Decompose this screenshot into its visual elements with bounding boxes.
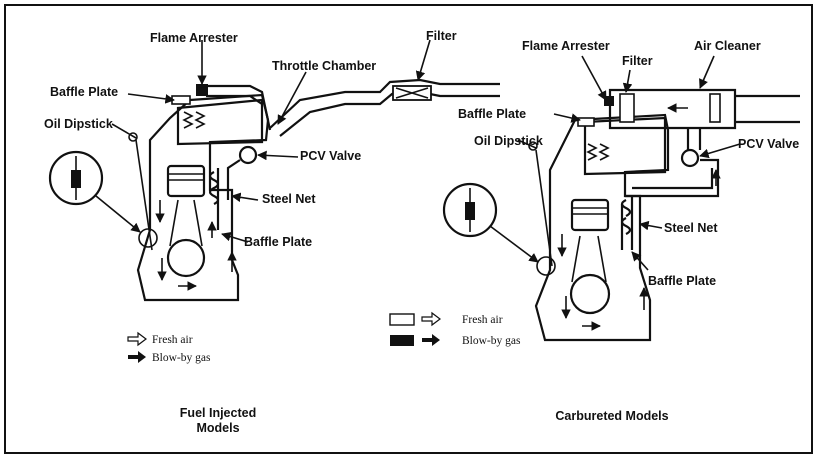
fresh-air-arrow-icon (127, 331, 147, 347)
label-steel-net-left: Steel Net (262, 192, 316, 206)
legend-fresh-air-left: Fresh air (152, 334, 193, 346)
caption-left-line1: Fuel Injected (180, 406, 256, 420)
label-baffle-plate-top-right: Baffle Plate (458, 107, 526, 121)
label-filter-right: Filter (622, 54, 653, 68)
blow-by-box-icon (390, 335, 414, 346)
fresh-air-arrow-icon (421, 311, 441, 327)
label-air-cleaner: Air Cleaner (694, 39, 761, 53)
blow-by-arrow-icon (128, 351, 146, 363)
legend-right: Fresh air Blow-by gas (389, 311, 521, 347)
legend-blow-by-left: Blow-by gas (152, 352, 211, 364)
label-pcv-valve-right: PCV Valve (738, 137, 799, 151)
label-oil-dipstick-left: Oil Dipstick (44, 117, 113, 131)
caption-right: Carbureted Models (555, 409, 668, 423)
blow-by-arrow-icon (422, 334, 440, 346)
label-throttle-chamber: Throttle Chamber (272, 59, 376, 73)
label-flame-arrester-right: Flame Arrester (522, 39, 610, 53)
label-oil-dipstick-right: Oil Dipstick (474, 134, 543, 148)
label-baffle-plate-bottom-left: Baffle Plate (244, 235, 312, 249)
label-flame-arrester-left: Flame Arrester (150, 31, 238, 45)
label-baffle-plate-bottom-right: Baffle Plate (648, 274, 716, 288)
label-filter-left: Filter (426, 29, 457, 43)
label-steel-net-right: Steel Net (664, 221, 718, 235)
label-baffle-plate-top-left: Baffle Plate (50, 85, 118, 99)
left-engine-drawing (48, 39, 500, 302)
diagram-frame (4, 4, 813, 454)
legend-blow-by-right: Blow-by gas (462, 335, 521, 347)
legend-fresh-air-right: Fresh air (462, 314, 503, 326)
legend-left: Fresh air Blow-by gas (127, 331, 211, 364)
fresh-air-box-icon (389, 313, 415, 326)
right-engine-drawing (442, 55, 800, 342)
caption-left-line2: Models (196, 421, 239, 435)
label-pcv-valve-left: PCV Valve (300, 149, 361, 163)
